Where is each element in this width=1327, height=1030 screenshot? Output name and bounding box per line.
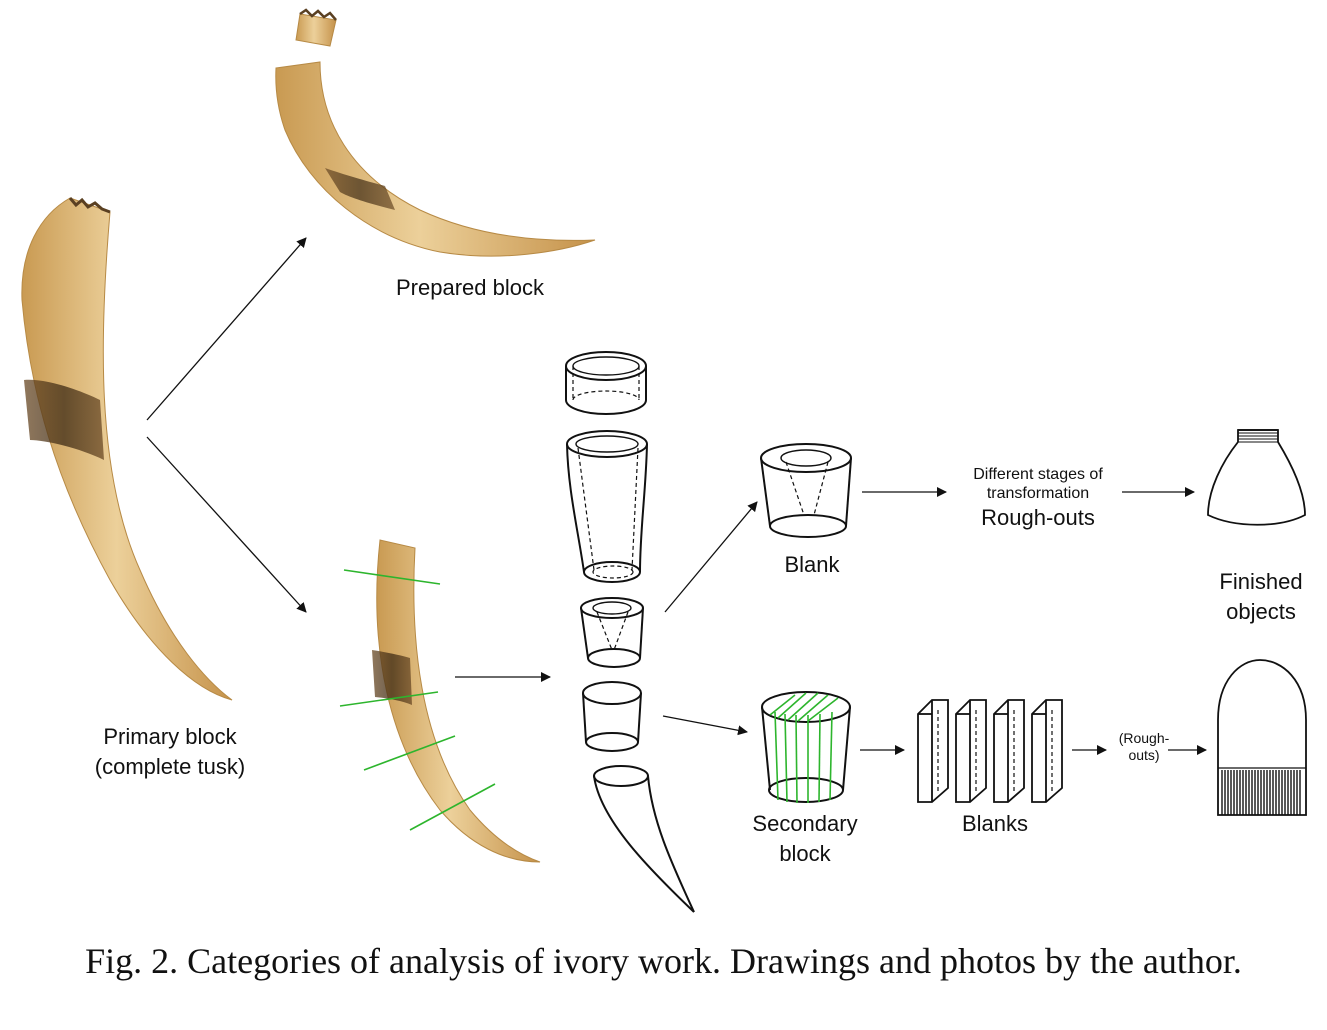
label-finished-line2: objects <box>1226 599 1296 624</box>
label-finished-objects: Finished objects <box>1196 567 1326 627</box>
section-tip <box>593 765 695 913</box>
label-primary-block-line1: Primary block <box>103 724 237 749</box>
finished-bell <box>1207 429 1306 526</box>
blank-drawing <box>760 443 852 538</box>
section-solid <box>582 681 642 752</box>
blanks-drawing <box>917 699 1063 803</box>
label-rough-small-line2: outs) <box>1128 747 1160 763</box>
secondary-block-drawing <box>761 691 851 803</box>
comb-teeth <box>1221 770 1301 815</box>
arrow-to-cut-tusk <box>146 436 307 613</box>
label-stages-line1: Different stages of <box>973 466 1103 483</box>
label-finished-line1: Finished <box>1219 569 1303 594</box>
arrow-to-blank <box>664 501 758 613</box>
green-cut-lines <box>339 569 496 831</box>
label-rough-outs: Rough-outs <box>981 505 1095 530</box>
label-primary-block-line2: (complete tusk) <box>94 754 246 779</box>
label-primary-block: Primary block (complete tusk) <box>70 722 270 782</box>
label-stages: Different stages of transformation <box>948 465 1128 503</box>
label-secondary-line1: Secondary <box>752 811 858 836</box>
label-rough-outs-small: (Rough- outs) <box>1108 730 1180 764</box>
cut-tusk <box>372 539 541 863</box>
prepared-tusk <box>275 8 596 257</box>
label-prepared-block: Prepared block <box>396 275 544 300</box>
label-secondary-line2: block <box>779 841 831 866</box>
secondary-block-cut-lines <box>769 692 839 804</box>
section-tube <box>566 430 648 583</box>
blank-panel-1 <box>917 699 949 803</box>
blank-panel-4 <box>1031 699 1063 803</box>
label-blank: Blank <box>784 552 840 577</box>
label-blanks: Blanks <box>961 811 1029 836</box>
blank-panel-3 <box>993 699 1025 803</box>
label-stages-line2: transformation <box>986 485 1090 502</box>
section-cone-small <box>580 597 644 668</box>
section-ring <box>565 351 647 415</box>
label-secondary-block: Secondary block <box>730 809 880 869</box>
primary-tusk <box>21 197 233 701</box>
blank-panel-2 <box>955 699 987 803</box>
label-rough-small-line1: (Rough- <box>1118 730 1170 746</box>
arrow-to-secondary <box>662 715 748 736</box>
arrow-to-prepared <box>146 237 307 421</box>
figure-caption: Fig. 2. Categories of analysis of ivory … <box>85 941 1242 981</box>
